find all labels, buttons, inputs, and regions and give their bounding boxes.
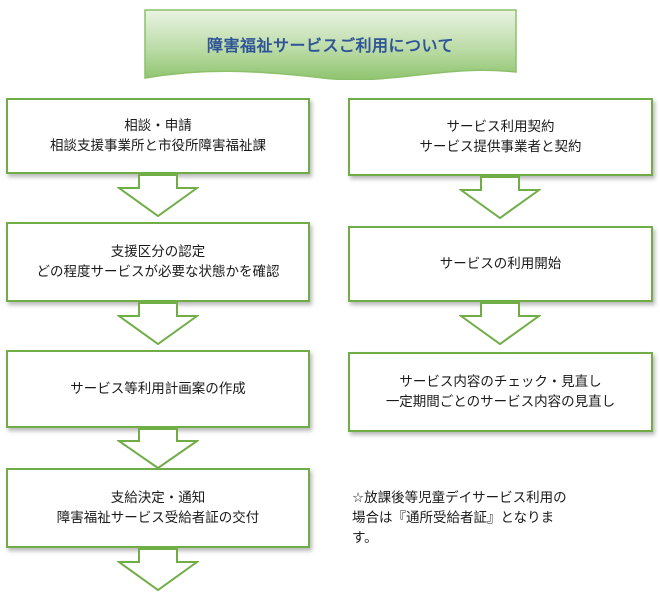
banner-shape [144, 9, 517, 80]
down-arrow-icon [117, 428, 199, 470]
note-line: す。 [352, 530, 378, 546]
step-detail: 障害福祉サービス受給者証の交付 [56, 510, 260, 526]
note-line: ☆放課後等児童デイサービス利用の [352, 490, 567, 506]
step-review-box: サービス内容のチェック・見直し 一定期間ごとのサービス内容の見直し [348, 352, 653, 432]
down-arrow-icon [117, 302, 199, 346]
page-title: 障害福祉サービスご利用について [206, 36, 455, 55]
down-arrow-icon [459, 176, 541, 220]
step-heading: サービス等利用計画案の作成 [70, 381, 246, 397]
down-arrow-icon [117, 548, 199, 592]
step-heading: サービス内容のチェック・見直し [399, 374, 602, 390]
step-detail: 相談支援事業所と市役所障害福祉課 [50, 138, 266, 154]
step-certification-box: 支援区分の認定 どの程度サービスが必要な状態かを確認 [6, 222, 310, 302]
step-decision-box: 支給決定・通知 障害福祉サービス受給者証の交付 [6, 468, 310, 548]
step-heading: サービス利用契約 [446, 119, 555, 135]
step-detail: 一定期間ごとのサービス内容の見直し [385, 394, 616, 410]
step-service-start-box: サービスの利用開始 [348, 226, 653, 302]
step-heading: 相談・申請 [124, 118, 192, 134]
note-text: ☆放課後等児童デイサービス利用の 場合は『通所受給者証』となりま す。 [352, 488, 652, 548]
step-heading: サービスの利用開始 [439, 256, 562, 272]
down-arrow-icon [117, 174, 199, 218]
step-detail: どの程度サービスが必要な状態かを確認 [36, 264, 280, 280]
down-arrow-icon [459, 302, 541, 346]
step-contract-box: サービス利用契約 サービス提供事業者と契約 [348, 98, 653, 176]
note-line: 場合は『通所受給者証』となりま [352, 510, 555, 526]
step-heading: 支給決定・通知 [110, 490, 206, 506]
step-consultation-box: 相談・申請 相談支援事業所と市役所障害福祉課 [6, 98, 310, 174]
step-heading: 支援区分の認定 [110, 244, 206, 260]
step-plan-draft-box: サービス等利用計画案の作成 [6, 350, 310, 428]
title-banner: 障害福祉サービスご利用について [143, 8, 518, 80]
step-detail: サービス提供事業者と契約 [419, 139, 582, 155]
